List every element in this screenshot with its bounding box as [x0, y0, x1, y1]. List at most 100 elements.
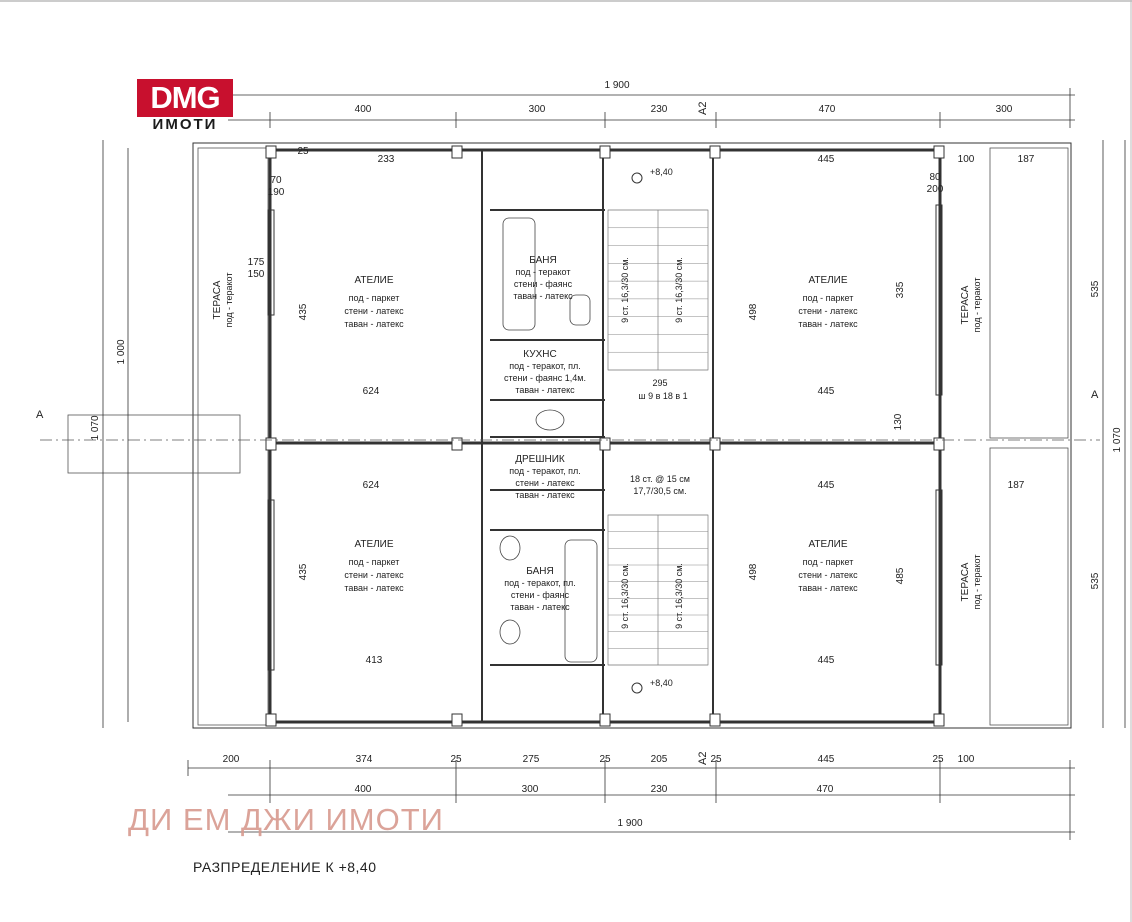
dim-left-outer: 1 070 [90, 415, 101, 440]
room-terrace-right-bottom: ТЕРАСА под - теракот [960, 555, 982, 610]
dim-top-4: 470 [819, 104, 836, 115]
section-a2-bottom: А2 [697, 752, 709, 765]
bottom-dimensions [187, 760, 1075, 840]
svg-text:под - паркет: под - паркет [349, 293, 400, 303]
svg-text:445: 445 [818, 386, 835, 397]
room-terrace-left: ТЕРАСА под - теракот [212, 273, 234, 328]
level-bottom: +8,40 [650, 678, 673, 688]
svg-text:445: 445 [818, 480, 835, 491]
dim-bottom2-4: 470 [817, 784, 834, 795]
svg-text:70: 70 [270, 175, 282, 186]
svg-text:под - теракот: под - теракот [516, 267, 571, 277]
dmg-logo: DMG ИМОТИ [137, 79, 233, 133]
svg-text:80: 80 [929, 172, 941, 183]
top-dimensions [228, 88, 1075, 128]
dim-right-outer: 1 070 [1112, 427, 1123, 452]
svg-text:ТЕРАСА: ТЕРАСА [212, 280, 223, 319]
dim-bottom-7: 25 [710, 754, 722, 765]
svg-text:130: 130 [893, 413, 904, 430]
stair-label-bl: 9 ст. 16,3/30 см. [620, 563, 630, 629]
dim-bottom-9: 25 [932, 754, 944, 765]
svg-text:335: 335 [895, 281, 906, 298]
logo-subtitle: ИМОТИ [152, 116, 218, 133]
svg-text:под - теракот: под - теракот [224, 273, 234, 328]
dim-bottom-2: 374 [356, 754, 373, 765]
logo-mark: DMG [137, 79, 233, 117]
dim-total-top: 1 900 [604, 80, 629, 91]
svg-text:БАНЯ: БАНЯ [529, 255, 556, 266]
svg-text:под - теракот: под - теракот [972, 555, 982, 610]
section-a-left: А [36, 409, 44, 421]
svg-text:100: 100 [958, 154, 975, 165]
windows [267, 204, 943, 671]
svg-text:АТЕЛИЕ: АТЕЛИЕ [808, 275, 847, 286]
core-walls [481, 150, 714, 722]
svg-text:стени - латекс: стени - латекс [798, 570, 858, 580]
svg-text:под - паркет: под - паркет [803, 293, 854, 303]
svg-text:ТЕРАСА: ТЕРАСА [960, 285, 971, 324]
right-dimensions [1102, 140, 1126, 728]
svg-text:445: 445 [818, 655, 835, 666]
svg-text:624: 624 [363, 386, 380, 397]
svg-text:ТЕРАСА: ТЕРАСА [960, 562, 971, 601]
svg-text:АТЕЛИЕ: АТЕЛИЕ [808, 539, 847, 550]
svg-text:25: 25 [297, 146, 309, 157]
dim-bottom2-3: 230 [651, 784, 668, 795]
svg-text:под - теракот, пл.: под - теракот, пл. [509, 466, 581, 476]
svg-text:таван - латекс: таван - латекс [798, 319, 858, 329]
stair-spec-1: ш 9 в 18 в 1 [638, 391, 687, 401]
dim-right-lower: 535 [1090, 572, 1101, 589]
section-a2-top: А2 [697, 102, 709, 115]
svg-text:435: 435 [298, 563, 309, 580]
svg-text:150: 150 [248, 269, 265, 280]
svg-text:таван - латекс: таван - латекс [344, 583, 404, 593]
svg-text:413: 413 [366, 655, 383, 666]
dim-bottom2-2: 300 [522, 784, 539, 795]
interior-dimensions: 233 445 100 187 624 445 624 445 187 413 … [248, 146, 1035, 666]
svg-text:187: 187 [1018, 154, 1035, 165]
svg-text:КУХНС: КУХНС [523, 349, 556, 360]
dim-bottom-6: 205 [651, 754, 668, 765]
svg-text:под - теракот, пл.: под - теракот, пл. [509, 361, 581, 371]
svg-text:233: 233 [378, 154, 395, 165]
room-atelier-br: АТЕЛИЕ под - паркет стени - латекс таван… [798, 539, 858, 593]
svg-text:435: 435 [298, 303, 309, 320]
stair-width: 295 [652, 378, 667, 388]
svg-text:стени - фаянс 1,4м.: стени - фаянс 1,4м. [504, 373, 586, 383]
stair-label-br: 9 ст. 16,3/30 см. [674, 563, 684, 629]
svg-text:стени - фаянс: стени - фаянс [511, 590, 570, 600]
svg-text:таван - латекс: таван - латекс [513, 291, 573, 301]
room-kitchen: КУХНС под - теракот, пл. стени - фаянс 1… [504, 349, 586, 395]
svg-text:под - паркет: под - паркет [803, 557, 854, 567]
svg-text:таван - латекс: таван - латекс [515, 490, 575, 500]
dim-top-2: 300 [529, 104, 546, 115]
room-atelier-bl: АТЕЛИЕ под - паркет стени - латекс таван… [344, 539, 404, 593]
svg-text:498: 498 [748, 563, 759, 580]
svg-text:АТЕЛИЕ: АТЕЛИЕ [354, 275, 393, 286]
dim-bottom-10: 100 [958, 754, 975, 765]
level-top: +8,40 [650, 167, 673, 177]
dim-bottom2-1: 400 [355, 784, 372, 795]
room-bath-top: БАНЯ под - теракот стени - фаянс таван -… [513, 255, 573, 301]
svg-text:таван - латекс: таван - латекс [344, 319, 404, 329]
dim-right-upper: 535 [1090, 280, 1101, 297]
dim-top-1: 400 [355, 104, 372, 115]
dim-bottom-8: 445 [818, 754, 835, 765]
section-a-right: А [1091, 389, 1099, 401]
stair-label-tl: 9 ст. 16,3/30 см. [620, 257, 630, 323]
svg-text:под - теракот, пл.: под - теракот, пл. [504, 578, 576, 588]
svg-text:ДРЕШНИК: ДРЕШНИК [515, 454, 565, 465]
room-bath-bottom: БАНЯ под - теракот, пл. стени - фаянс та… [504, 566, 576, 612]
svg-text:стени - латекс: стени - латекс [344, 570, 404, 580]
section-line-a [40, 414, 1100, 474]
dim-total-bottom: 1 900 [617, 818, 642, 829]
svg-text:стени - фаянс: стени - фаянс [514, 279, 573, 289]
svg-text:таван - латекс: таван - латекс [798, 583, 858, 593]
watermark-text: ДИ ЕМ ДЖИ ИМОТИ [128, 802, 444, 837]
level-mark-bottom-icon [631, 682, 643, 694]
stair-spec-2a: 18 ст. @ 15 см [630, 474, 690, 484]
svg-text:БАНЯ: БАНЯ [526, 566, 553, 577]
level-mark-top-icon [631, 172, 643, 184]
room-dressing: ДРЕШНИК под - теракот, пл. стени - латек… [509, 454, 581, 500]
